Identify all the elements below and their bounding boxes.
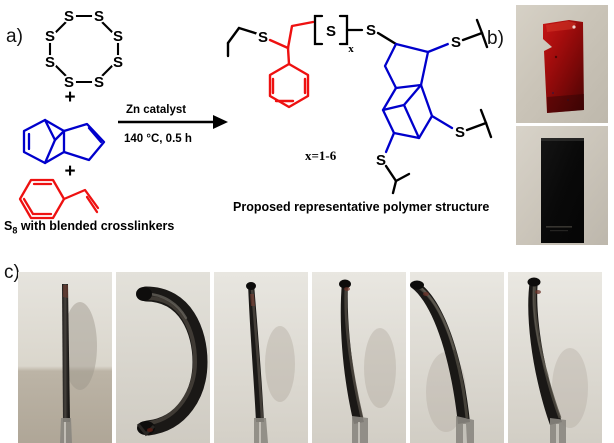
repeat-subscript-x: x <box>348 43 354 55</box>
repeat-range-label: x=1-6 <box>305 148 337 163</box>
reaction-catalyst-label: Zn catalyst <box>126 104 187 116</box>
panel-label-a: a) <box>6 26 23 47</box>
reagents-caption: S8 with blended crosslinkers <box>4 219 174 236</box>
photo-red-translucent-polymer-slab <box>516 5 608 123</box>
repeat-sulfur-label: S <box>326 23 336 40</box>
reaction-scheme-drawing: S S S S S S S S + <box>18 8 493 220</box>
sulfur-atom-label: S <box>451 34 461 51</box>
photo-shape-memory-frame-4 <box>312 272 406 443</box>
reagents-caption-subscript: 8 <box>12 225 18 236</box>
plus-sign-2: + <box>64 161 75 182</box>
photo-shape-memory-frame-5 <box>410 272 504 443</box>
sulfur-atom-label: S <box>455 124 465 141</box>
polymer-terminus-bottom <box>384 164 411 195</box>
panel-c-shape-memory-photos <box>0 272 614 443</box>
panel-b-polymer-photos <box>516 5 608 245</box>
sulfur-atom-label: S <box>94 8 104 25</box>
styrene-repeat-segment <box>268 20 315 109</box>
sulfur-atom-label: S <box>64 74 74 91</box>
reagents-caption-suffix: with blended crosslinkers <box>17 219 175 233</box>
sulfur-atom-label: S <box>113 54 123 71</box>
polymer-left-terminus <box>226 26 260 58</box>
reagents-caption-prefix: S <box>4 219 13 233</box>
cyclo-octasulfur-structure: S S S S S S S S <box>43 8 125 91</box>
styrene-structure <box>18 178 100 220</box>
sulfur-atom-label: S <box>64 8 74 25</box>
sulfur-atom-label: S <box>258 29 268 46</box>
dcpd-repeat-segment <box>381 42 454 154</box>
photo-shape-memory-frame-6 <box>508 272 602 443</box>
plus-sign-1: + <box>64 87 75 108</box>
photo-shape-memory-frame-3 <box>214 272 308 443</box>
reaction-arrow <box>118 115 228 129</box>
sulfur-atom-label: S <box>45 28 55 45</box>
photo-shape-memory-frame-1 <box>18 272 112 443</box>
photo-shape-memory-frame-2 <box>116 272 210 443</box>
sulfur-atom-label: S <box>45 54 55 71</box>
polymer-structure-caption: Proposed representative polymer structur… <box>233 200 490 214</box>
sulfur-atom-label: S <box>113 28 123 45</box>
dicyclopentadiene-structure <box>22 118 106 165</box>
panel-label-c: c) <box>4 262 20 283</box>
photo-black-opaque-polymer-slab <box>516 126 608 245</box>
polymer-terminus-upper-right <box>461 18 489 49</box>
sulfur-atom-label: S <box>376 152 386 169</box>
panel-label-b: b) <box>487 28 504 49</box>
panel-a-reaction-scheme: a) S S S <box>0 0 510 250</box>
sulfur-atom-label: S <box>366 22 376 39</box>
photo-red-slab-image <box>516 5 608 123</box>
polymer-repeat-unit <box>313 14 364 46</box>
sulfur-atom-label: S <box>94 74 104 91</box>
polymer-terminus-lower-right <box>465 108 493 139</box>
photo-black-slab-image <box>516 126 608 245</box>
reaction-conditions-label: 140 °C, 0.5 h <box>124 133 192 145</box>
